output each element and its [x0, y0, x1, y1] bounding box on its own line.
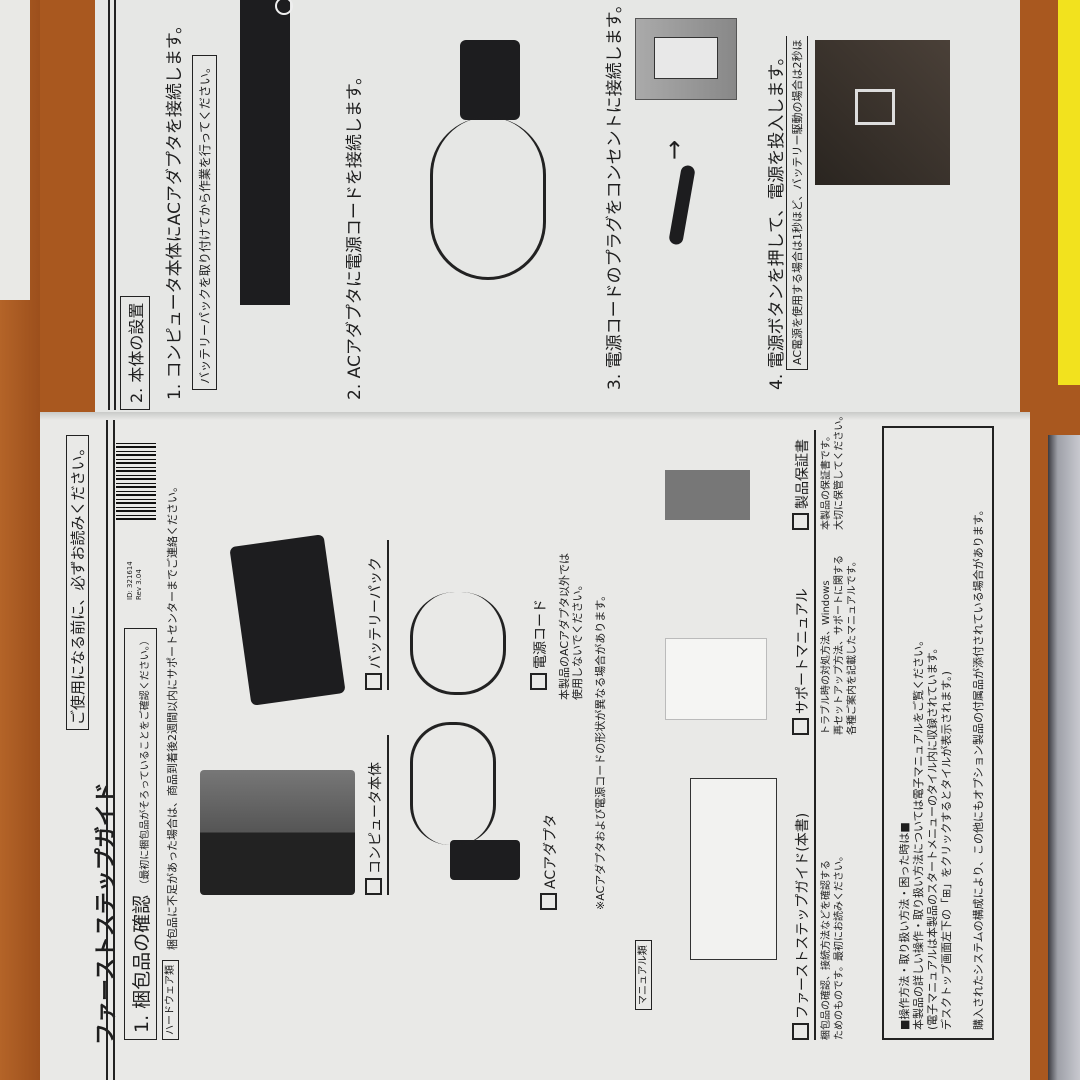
cord-image — [430, 117, 546, 280]
desc-line: 大切に保管してください。 — [834, 410, 845, 530]
checkbox-icon — [365, 673, 382, 690]
first-step-desc: 梱包品の確認、接続方法などを確認する ためのものです。最初にお読みください。 — [820, 851, 846, 1040]
warranty-desc: 本製品の保証書です。 大切に保管してください。 — [820, 411, 846, 530]
notice-box: ご使用になる前に、必ずお読みください。 — [66, 435, 89, 730]
checkbox-icon — [365, 878, 382, 895]
hardware-tag: ハードウェア類 — [162, 960, 179, 1040]
checkbox-icon — [792, 1023, 809, 1040]
desc-line: トラブル時の対処方法、Windows — [821, 580, 832, 735]
arrow-up-icon: → — [660, 139, 688, 160]
info-text: ■操作方法・取り扱い方法・困った時は■ 本製品の詳しい操作・取り扱い方法について… — [898, 635, 954, 1030]
left-page-paper — [40, 418, 1030, 1080]
yellow-object — [1058, 0, 1080, 385]
power-port-icon — [275, 0, 293, 15]
item-label: ファーストステップガイド(本書) — [795, 812, 811, 1019]
info-line: デスクトップ画面左下の「⊞」をクリックするとタイルが表示されます。) — [940, 671, 953, 1030]
laptop-image — [200, 770, 355, 895]
adapter-cable — [410, 722, 496, 845]
keyboard-photo — [815, 40, 950, 185]
divider-line — [114, 0, 116, 410]
desc-line: 再セットアップ方法、サポートに関する — [834, 555, 845, 735]
item-power-cord: 電源コード — [530, 599, 550, 690]
right-page: 2. 本体の設置 1. コンピュータ本体にACアダプタを接続します。 バッテリー… — [100, 0, 1020, 410]
barcode — [116, 440, 156, 520]
section2-heading: 2. 本体の設置 — [120, 295, 150, 410]
manual-support: サポートマニュアル — [792, 588, 812, 735]
desc-line: 各種ご案内を記載したマニュアルです。 — [847, 556, 858, 735]
divider-line — [387, 540, 389, 690]
left-page: ファーストステップガイド ご使用になる前に、必ずお読みください。 1. 梱包品の… — [40, 411, 1030, 1080]
support-manual-image — [665, 638, 767, 720]
power-cord-desc: 本製品のACアダプタ以外では 使用しないでください。 — [558, 553, 584, 700]
plug-image — [668, 164, 696, 246]
divider-line — [387, 735, 389, 895]
closing-note: 購入されたシステムの構成により、この他にもオプション製品の付属品が添付されている… — [972, 504, 985, 1030]
doc-id: ID: 321614 Rev 3.04 — [126, 561, 144, 600]
background-sheet — [0, 0, 30, 300]
page-title: ファーストステップガイド — [94, 782, 119, 1045]
background-booklet — [1048, 435, 1080, 1080]
doc-rev-text: Rev 3.04 — [135, 569, 143, 600]
desc-line: 梱包品の確認、接続方法などを確認する — [821, 860, 832, 1040]
item-label: バッテリーパック — [368, 557, 384, 669]
step-1-note: バッテリーパックを取り付けてから作業を行ってください。 — [192, 55, 217, 390]
desc-line: 本製品のACアダプタ以外では — [558, 552, 571, 700]
info-line: 本製品の詳しい操作・取り扱い方法については電子マニュアルをご覧ください。 — [912, 634, 925, 1030]
support-desc: トラブル時の対処方法、Windows 再セットアップ方法、サポートに関する 各種… — [820, 555, 859, 735]
section1-heading: 1. 梱包品の確認 — [131, 894, 153, 1033]
adapter-image — [460, 40, 520, 120]
desc-line: 使用しないでください。 — [571, 579, 584, 700]
ac-adapter-image — [450, 840, 520, 880]
item-label: サポートマニュアル — [795, 588, 811, 714]
checkbox-icon — [792, 718, 809, 735]
step-2: 2. ACアダプタに電源コードを接続します。 — [345, 67, 365, 400]
manuals-tag: マニュアル類 — [635, 940, 652, 1010]
laptop-side-image — [240, 0, 290, 305]
divider-line — [113, 420, 115, 1080]
item-computer: コンピュータ本体 — [365, 762, 385, 895]
checkbox-icon — [792, 513, 809, 530]
info-box: ■操作方法・取り扱い方法・困った時は■ 本製品の詳しい操作・取り扱い方法について… — [882, 426, 994, 1040]
page-fold — [40, 412, 1030, 420]
item-label: ACアダプタ — [543, 813, 559, 889]
manual-warranty: 製品保証書 — [792, 439, 812, 530]
checkbox-icon — [530, 673, 547, 690]
divider-line — [108, 0, 110, 410]
item-label: 電源コード — [533, 599, 549, 669]
divider-line — [106, 420, 108, 1080]
item-battery: バッテリーパック — [365, 557, 385, 690]
item-label: コンピュータ本体 — [368, 762, 384, 874]
step-3: 3. 電源コードのプラグをコンセントに接続します。 — [605, 0, 625, 390]
manual-first-step: ファーストステップガイド(本書) — [792, 813, 812, 1040]
outlet-image — [635, 18, 737, 100]
divider-line — [814, 430, 816, 1040]
power-button-highlight — [855, 89, 895, 125]
section1-heading-box: 1. 梱包品の確認 （最初に梱包品がそろっていることをご確認ください。） — [124, 628, 157, 1040]
info-line: (電子マニュアルは本製品のスタートメニューのタイル内に収録されています。 — [926, 642, 939, 1030]
section1-subheading: （最初に梱包品がそろっていることをご確認ください。） — [140, 635, 151, 890]
battery-pack-image — [229, 534, 346, 706]
item-ac-adapter: ACアダプタ — [540, 814, 560, 910]
step-4-note: AC電源を使用する場合は1秒ほど、バッテリー駆動の場合は2秒ほ — [786, 35, 808, 370]
step-1: 1. コンピュータ本体にACアダプタを接続します。 — [165, 16, 185, 400]
desc-line: 本製品の保証書です。 — [821, 431, 832, 530]
checkbox-icon — [540, 893, 557, 910]
step-4: 4. 電源ボタンを押して、電源を投入します。 — [767, 48, 787, 390]
warranty-image — [665, 470, 750, 520]
guide-image — [690, 778, 777, 960]
hardware-note: 梱包品に不足があった場合は、商品到着後2週間以内にサポートセンターまでご連絡くだ… — [166, 481, 179, 950]
desc-line: ためのものです。最初にお読みください。 — [834, 851, 845, 1040]
footnote: ※ACアダプタおよび電源コードの形状が異なる場合があります。 — [594, 589, 607, 910]
power-cord-image — [410, 592, 506, 695]
outlet-face — [654, 37, 718, 79]
item-label: 製品保証書 — [795, 439, 811, 509]
doc-id-text: ID: 321614 — [126, 561, 134, 600]
info-heading: ■操作方法・取り扱い方法・困った時は■ — [898, 822, 911, 1030]
